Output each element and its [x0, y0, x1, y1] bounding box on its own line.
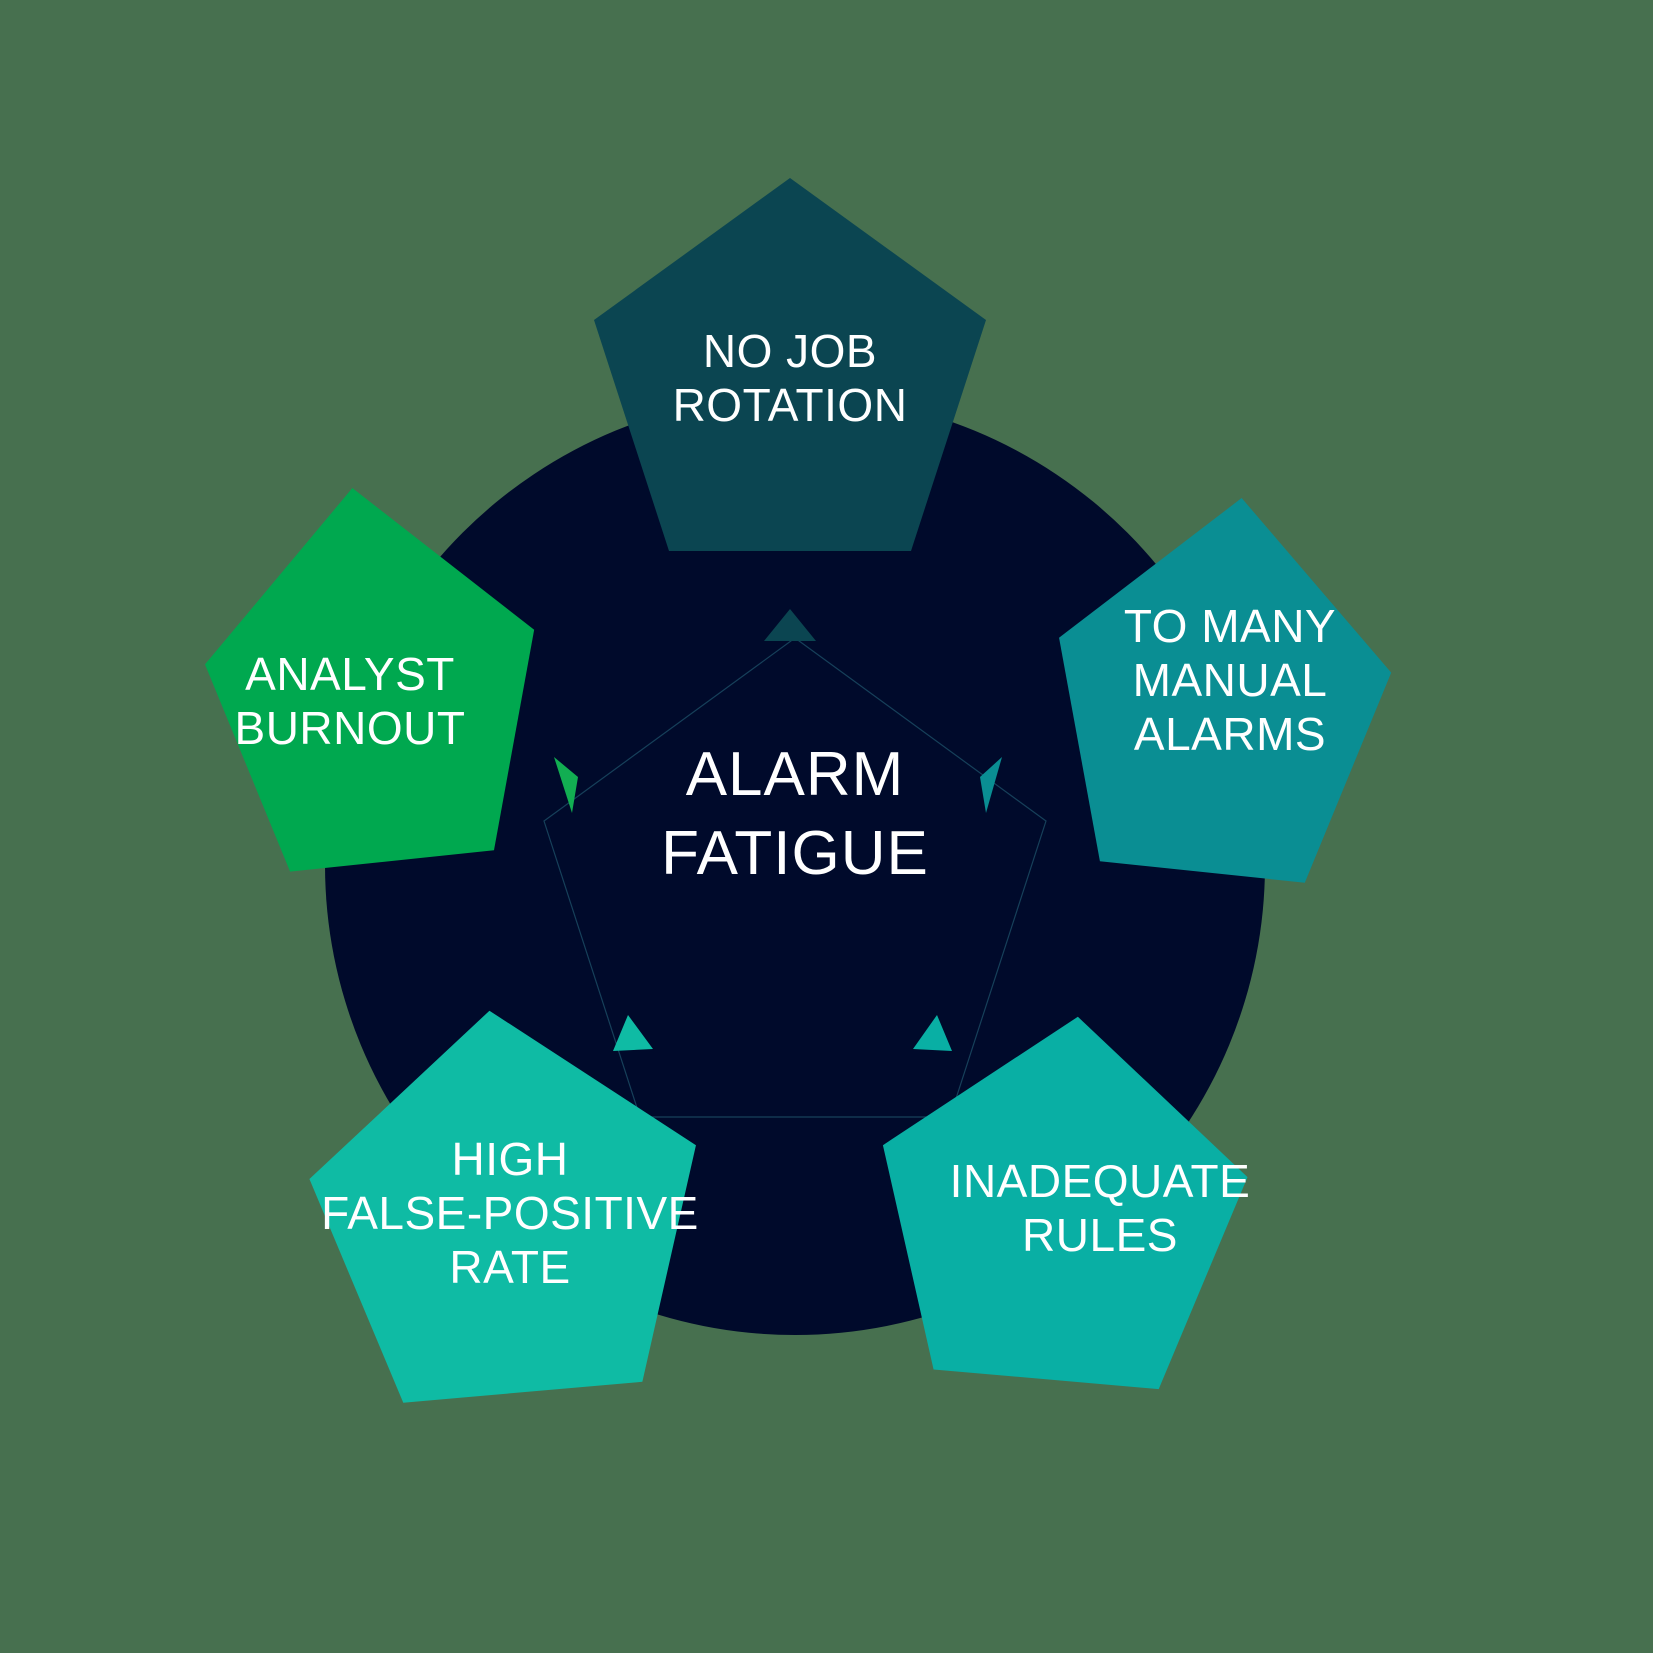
center-label: ALARM FATIGUE: [661, 740, 929, 889]
arrow-icon-left: [554, 757, 578, 813]
node-shape-high-false-positive-rate[interactable]: [296, 994, 716, 1409]
node-shape-to-many-manual-alarms[interactable]: [1036, 481, 1407, 890]
arrow-icon-bottom-right: [913, 1015, 952, 1051]
arrow-icon-bottom-left: [613, 1015, 653, 1051]
node-shape-no-job-rotation[interactable]: [594, 178, 986, 551]
node-shape-analyst-burnout[interactable]: [188, 471, 556, 879]
center-pentagon: [543, 637, 1047, 1118]
arrow-icon-top: [764, 609, 816, 641]
arrow-icon-right: [980, 757, 1002, 813]
node-shape-inadequate-rules[interactable]: [864, 1001, 1260, 1396]
